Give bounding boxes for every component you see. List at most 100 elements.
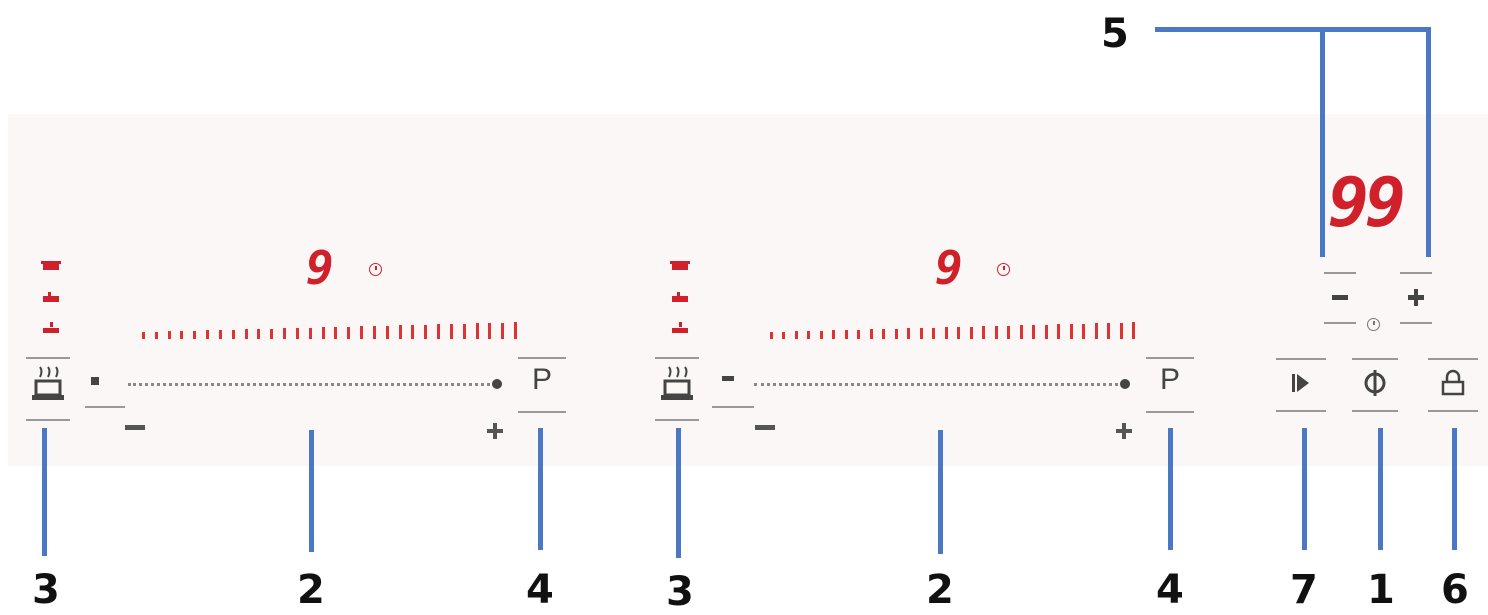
callout-number: 2: [297, 567, 325, 613]
power-scale-tick: [437, 324, 441, 339]
power-scale-tick: [449, 324, 453, 339]
power-scale-tick: [982, 326, 986, 339]
power-scale-tick: [1032, 325, 1036, 339]
power-scale-tick: [907, 328, 911, 339]
power-scale-tick: [270, 329, 274, 339]
minus-sign: [125, 425, 145, 430]
pot-small-icon: [669, 321, 693, 335]
right-zone-slider-end-dot: [1120, 379, 1130, 389]
power-scale-tick: [398, 325, 402, 339]
power-scale-tick: [283, 328, 287, 339]
power-scale-tick: [1107, 323, 1111, 339]
callout-line: [938, 430, 943, 554]
slider-start-marker: [91, 377, 99, 385]
pot-medium-icon: [40, 290, 64, 304]
power-scale-tick: [321, 327, 325, 339]
power-scale-tick: [944, 327, 948, 339]
pause-icon: [1292, 374, 1309, 392]
callout-number: 3: [32, 567, 60, 613]
callout-line: [1320, 27, 1325, 257]
pot-large-icon: [40, 258, 64, 272]
power-scale-tick: [869, 329, 873, 339]
power-scale-tick: [882, 329, 886, 339]
left-zone-slider-end-dot: [492, 379, 502, 389]
power-scale-tick: [462, 324, 466, 339]
power-scale-tick: [167, 331, 171, 339]
program-button-right[interactable]: P: [1146, 357, 1194, 413]
left-zone-power-slider[interactable]: [128, 383, 496, 386]
power-scale-tick: [1132, 322, 1135, 339]
power-icon: [1364, 370, 1386, 396]
power-scale-tick: [154, 332, 158, 339]
lock-icon: [1441, 369, 1465, 396]
power-scale-tick: [180, 331, 184, 339]
power-scale-tick: [308, 328, 312, 339]
pot-keep-warm-icon: [661, 366, 693, 400]
keep-warm-button-right[interactable]: [655, 357, 699, 421]
pot-keep-warm-icon: [32, 366, 64, 400]
power-scale-tick: [844, 330, 848, 339]
timer-clock-icon: [1367, 318, 1380, 331]
power-scale-tick: [894, 329, 898, 339]
program-key-label: P: [1159, 363, 1180, 396]
power-scale-tick: [794, 331, 798, 339]
right-zone-level-display: 9: [935, 241, 963, 295]
power-scale-tick: [488, 323, 492, 339]
callout-line: [538, 428, 543, 550]
power-scale-tick: [347, 327, 351, 339]
right-zone-slider-min[interactable]: [712, 362, 754, 408]
callout-line: [42, 428, 47, 556]
power-scale-tick: [807, 331, 811, 339]
callout-line: [676, 428, 681, 558]
power-scale-tick: [782, 332, 786, 339]
clock-icon: [369, 263, 382, 276]
power-button[interactable]: [1352, 358, 1398, 412]
power-scale-tick: [193, 331, 197, 339]
power-scale-tick: [424, 325, 428, 339]
program-button-left[interactable]: P: [518, 357, 566, 413]
power-scale-tick: [514, 322, 517, 339]
callout-line: [309, 430, 314, 552]
power-scale-tick: [231, 330, 235, 339]
power-scale-tick: [385, 326, 389, 339]
power-scale-tick: [932, 328, 936, 339]
power-scale-tick: [1007, 326, 1011, 339]
power-scale-tick: [770, 332, 773, 339]
timer-display: 99: [1328, 164, 1406, 243]
power-scale-tick: [819, 331, 823, 339]
callout-line: [1168, 428, 1173, 550]
keep-warm-button-left[interactable]: [26, 357, 70, 421]
power-scale-tick: [334, 327, 338, 339]
power-scale-tick: [1094, 323, 1098, 339]
callout-line: [1452, 428, 1457, 550]
power-scale-tick: [1044, 325, 1048, 339]
callout-number: 7: [1290, 567, 1318, 613]
power-scale-tick: [857, 330, 861, 339]
lock-button[interactable]: [1428, 358, 1478, 412]
left-zone-slider-min[interactable]: [85, 362, 125, 408]
right-zone-power-slider[interactable]: [754, 383, 1124, 386]
plus-sign-v: [493, 423, 497, 439]
power-scale-tick: [1119, 323, 1123, 339]
callout-number: 5: [1101, 11, 1129, 57]
left-zone-level-display: 9: [306, 241, 334, 295]
power-scale-tick: [411, 325, 415, 339]
timer-plus-button[interactable]: [1400, 272, 1432, 324]
pot-medium-icon: [669, 290, 693, 304]
callout-number: 4: [1156, 567, 1184, 613]
pause-button[interactable]: [1276, 358, 1326, 412]
minus-icon: [1332, 295, 1348, 300]
slider-start-marker: [722, 376, 734, 381]
plus-icon-v: [1414, 289, 1418, 306]
timer-minus-button[interactable]: [1324, 272, 1356, 324]
power-scale-tick: [360, 326, 364, 339]
power-scale-tick: [501, 323, 505, 339]
power-scale-tick: [475, 323, 479, 339]
plus-sign-v: [1122, 423, 1126, 439]
callout-line: [1155, 27, 1431, 32]
power-scale-tick: [1069, 324, 1073, 339]
callout-number: 1: [1367, 567, 1395, 613]
clock-icon: [997, 263, 1010, 276]
callout-number: 3: [666, 569, 694, 615]
callout-number: 4: [526, 567, 554, 613]
